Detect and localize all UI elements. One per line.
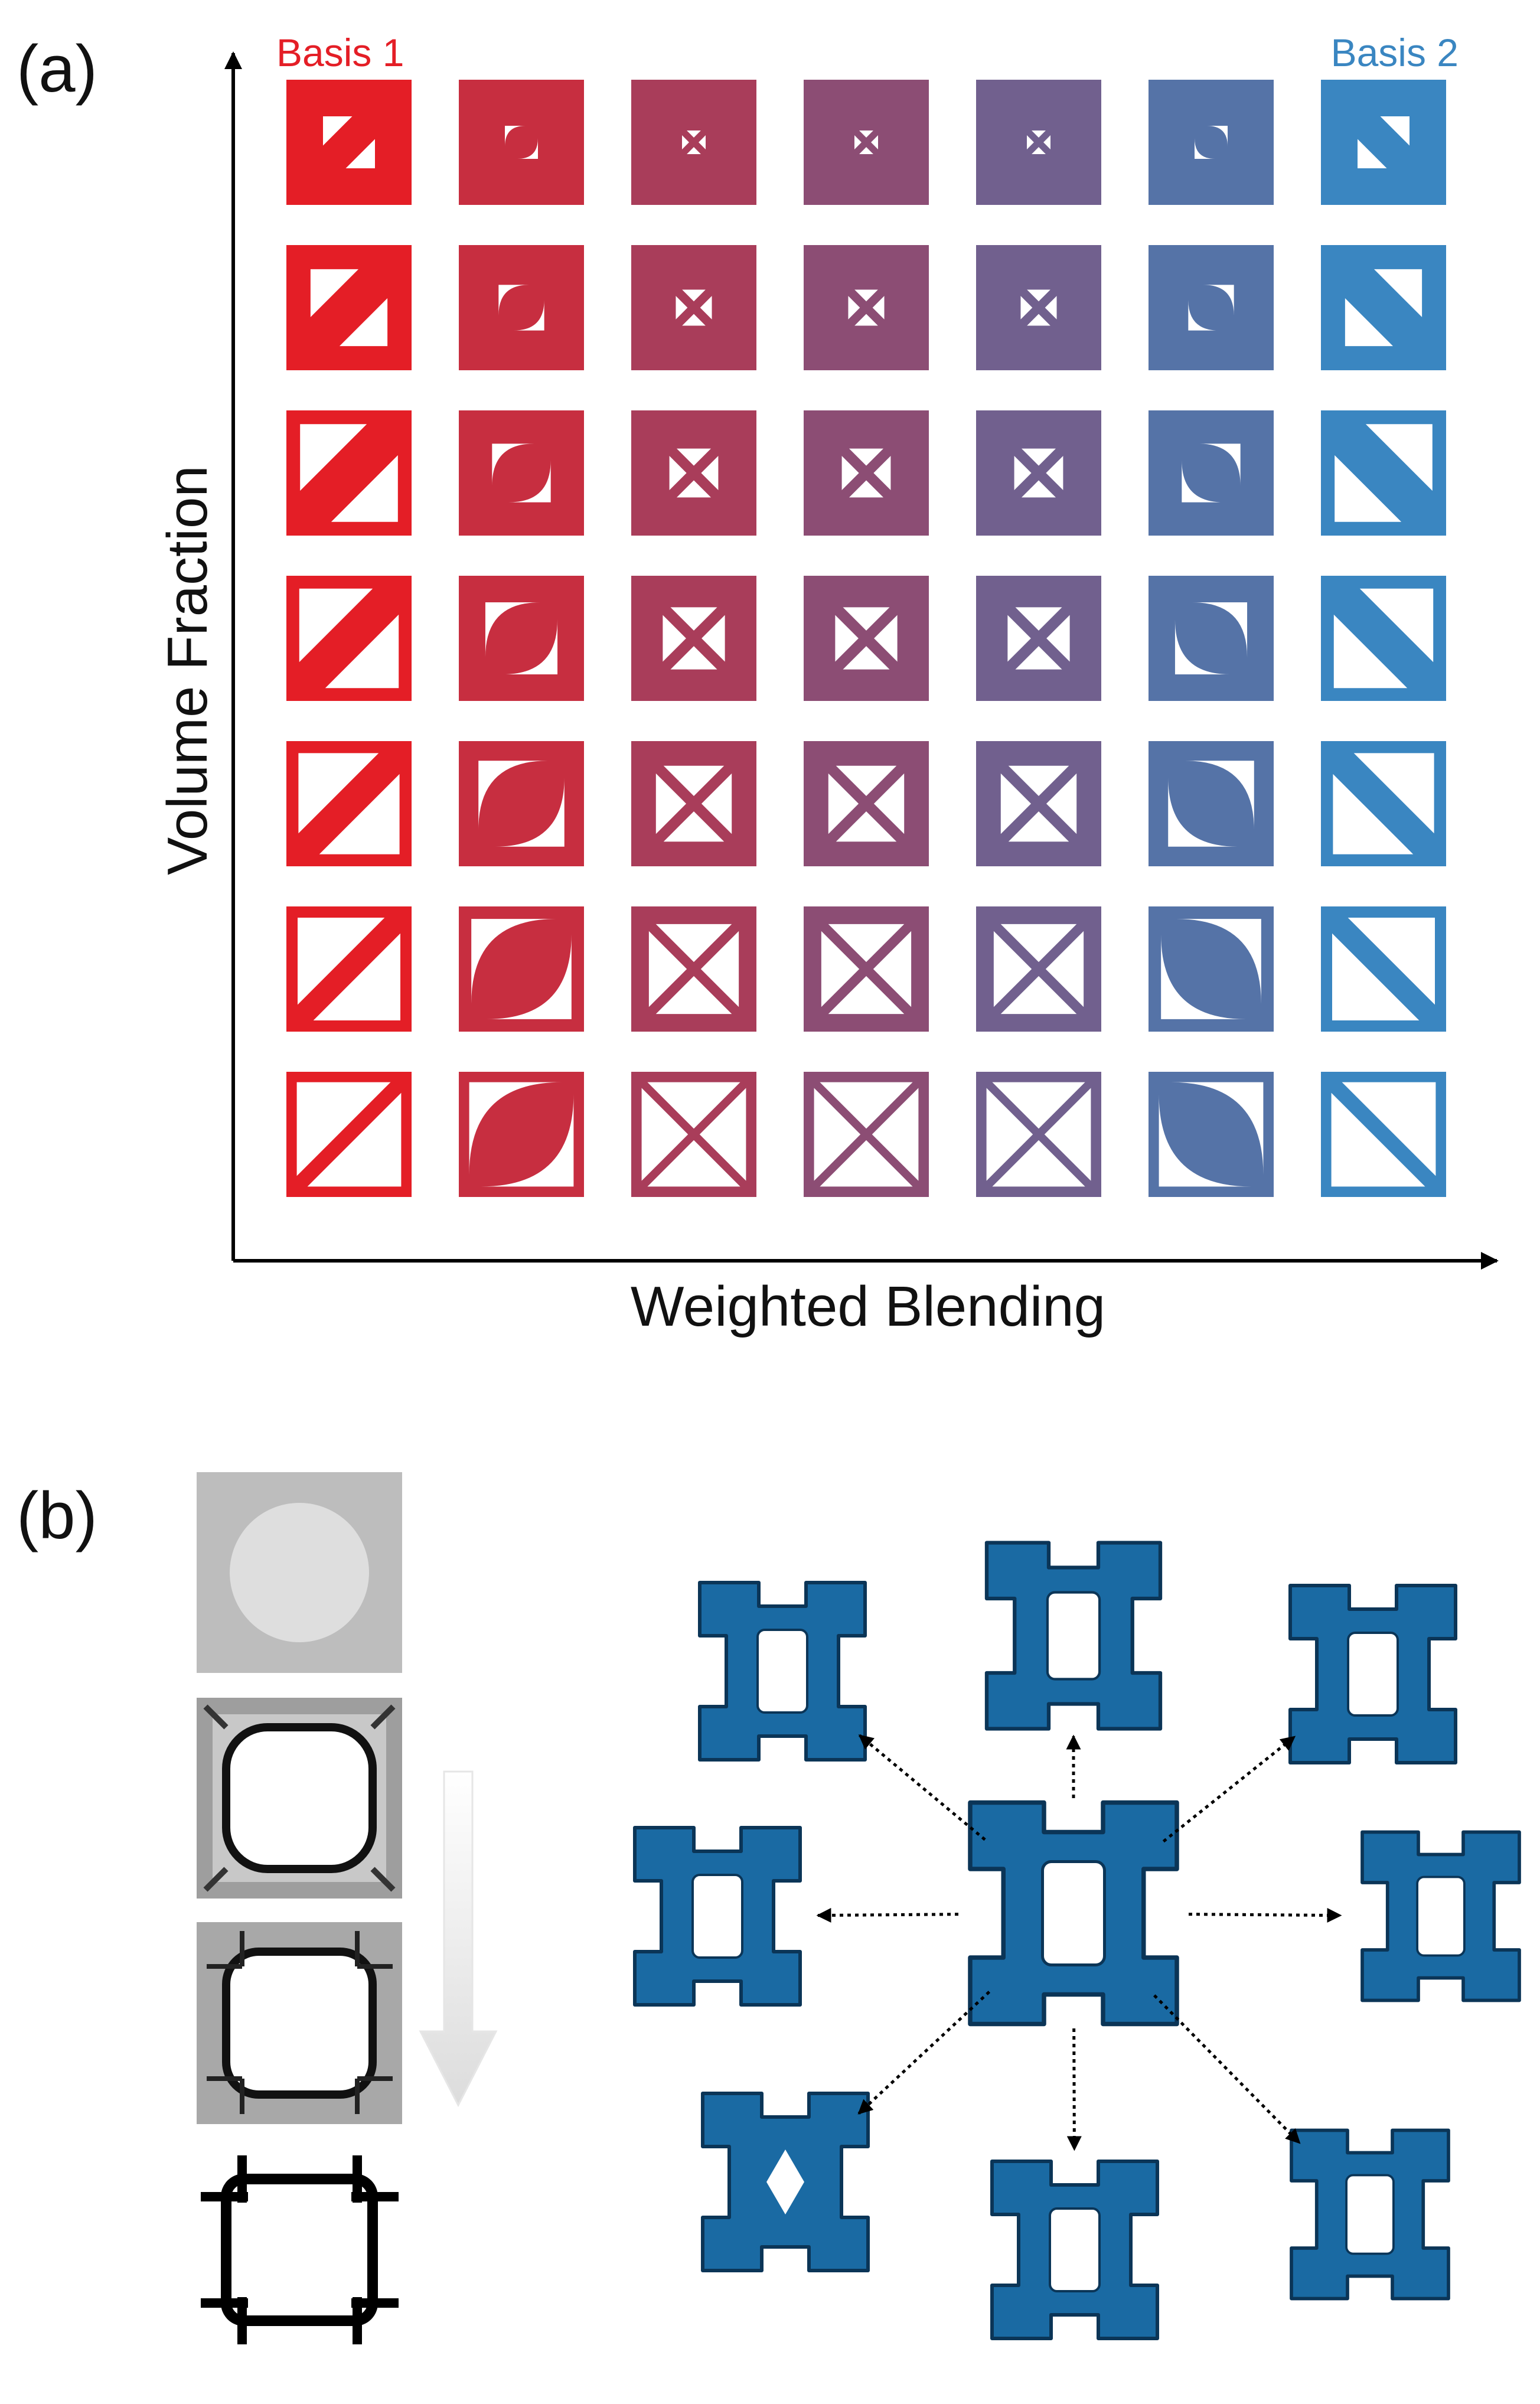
dotted-arrow: [1066, 2028, 1082, 2151]
unit-cell: [1149, 1072, 1274, 1197]
panel-a-label: (a): [17, 32, 97, 106]
y-axis-label: Volume Fraction: [156, 465, 219, 875]
basis-2-label: Basis 2: [1331, 31, 1459, 74]
unit-cell: [976, 80, 1101, 205]
unit-cell: [804, 410, 929, 536]
x-axis-label: Weighted Blending: [631, 1275, 1105, 1338]
process-direction-arrow: [419, 1770, 498, 2108]
dotted-arrow: [1188, 1907, 1342, 1923]
unit-cell: [631, 741, 756, 866]
unit-cell: [976, 1072, 1101, 1197]
unit-cell: [976, 741, 1101, 866]
unit-cell: [459, 741, 584, 866]
process-sequence: [197, 1472, 498, 2350]
panel-b-label: (b): [17, 1479, 97, 1552]
unit-variation-bottom-right: [1290, 2128, 1450, 2301]
unit-cell: [804, 1072, 929, 1197]
unit-cell: [804, 906, 929, 1032]
dotted-arrow: [816, 1907, 959, 1923]
unit-variations: [633, 1541, 1521, 2340]
unit-cell: [286, 741, 412, 866]
unit-variation-left: [633, 1826, 802, 2007]
dotted-arrow: [1162, 1736, 1296, 1843]
unit-cell: [976, 245, 1101, 370]
unit-cell: [1149, 576, 1274, 701]
unit-variation-bottom: [990, 2160, 1159, 2340]
unit-cell: [631, 576, 756, 701]
process-step-2: [197, 1698, 402, 1899]
unit-variation-top: [984, 1541, 1163, 1731]
unit-cell: [804, 80, 929, 205]
unit-variation-center: [968, 1800, 1179, 2027]
dotted-arrow: [858, 1734, 986, 1841]
unit-cell: [1149, 410, 1274, 536]
unit-cell: [1321, 1072, 1446, 1197]
unit-cell: [1321, 906, 1446, 1032]
unit-cell: [459, 245, 584, 370]
unit-cell: [286, 1072, 412, 1197]
process-step-final: [197, 2149, 402, 2350]
unit-cell: [459, 1072, 584, 1197]
unit-cell: [1321, 741, 1446, 866]
unit-cell: [1149, 80, 1274, 205]
unit-cell: [286, 576, 412, 701]
unit-cell: [1321, 576, 1446, 701]
unit-cell: [631, 1072, 756, 1197]
unit-cell: [631, 906, 756, 1032]
process-step-3: [197, 1922, 402, 2124]
unit-cell: [459, 906, 584, 1032]
dotted-arrow: [1153, 1994, 1301, 2144]
process-step-initial: [197, 1472, 402, 1673]
basis-1-label: Basis 1: [276, 31, 404, 74]
unit-variation-top-right: [1288, 1584, 1457, 1764]
unit-cell: [976, 906, 1101, 1032]
unit-cell: [1321, 245, 1446, 370]
unit-cell: [976, 410, 1101, 536]
unit-cell: [1321, 410, 1446, 536]
unit-variation-right: [1360, 1830, 1521, 2002]
dotted-arrow: [857, 1991, 991, 2115]
unit-cell: [1149, 245, 1274, 370]
unit-cell: [804, 245, 929, 370]
unit-variation-top-left: [698, 1581, 867, 1762]
unit-cell: [459, 410, 584, 536]
unit-cell: [976, 576, 1101, 701]
unit-cell: [631, 245, 756, 370]
unit-cell: [459, 80, 584, 205]
unit-cell: [631, 410, 756, 536]
unit-cell: [804, 576, 929, 701]
unit-cell: [1149, 906, 1274, 1032]
unit-cell: [1149, 741, 1274, 866]
unit-cell: [286, 80, 412, 205]
unit-variation-bottom-left: [701, 2092, 870, 2272]
unit-cell-grid: [286, 80, 1446, 1197]
unit-cell: [459, 576, 584, 701]
unit-cell: [1321, 80, 1446, 205]
unit-cell: [286, 245, 412, 370]
unit-cell: [286, 410, 412, 536]
unit-cell: [286, 906, 412, 1032]
unit-cell: [631, 80, 756, 205]
unit-cell: [804, 741, 929, 866]
